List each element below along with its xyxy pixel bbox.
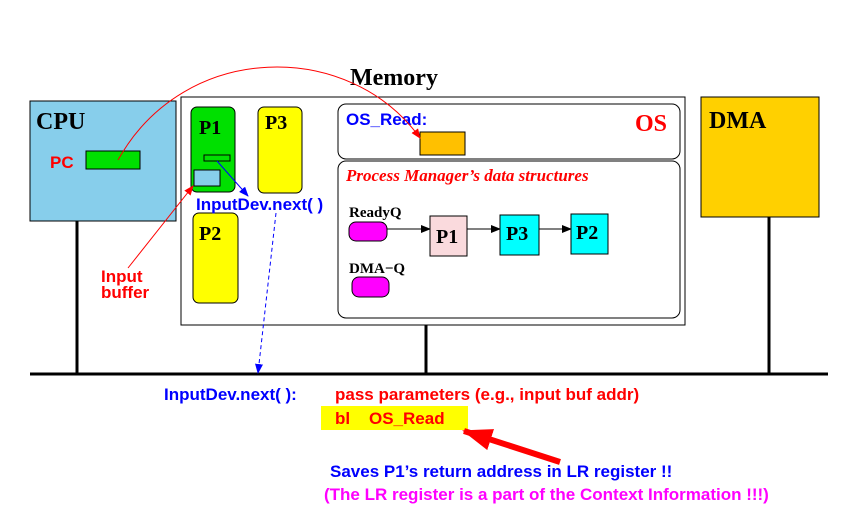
os-read-box: [419, 131, 466, 156]
context-note: (The LR register is a part of the Contex…: [324, 485, 769, 504]
readyq-p2-box: [570, 213, 609, 255]
memory-label: Memory: [350, 65, 438, 91]
dma-label: DMA: [709, 108, 767, 134]
saves-note: Saves P1’s return address in LR register…: [330, 462, 672, 481]
cpu-label: CPU: [36, 109, 85, 135]
pc-register: [85, 150, 141, 170]
os-read-label: OS_Read:: [346, 110, 427, 129]
input-buffer-box: [193, 169, 221, 187]
dmaq-head: [351, 276, 390, 298]
input-buffer-label-line1: Input: [101, 267, 143, 286]
input-buffer-arrow: [127, 185, 194, 269]
process-p1-label: P1: [199, 117, 221, 139]
bl-target: OS_Read: [369, 409, 445, 428]
process-p3-label: P3: [265, 112, 287, 134]
os-label: OS: [635, 111, 667, 137]
p1-call-arrow: [216, 160, 249, 197]
p1-instruction-marker: [203, 154, 231, 162]
readyq-p3-box: [499, 214, 540, 256]
bl-highlight: [321, 406, 468, 430]
inputdev-def-label: InputDev.next( ):: [164, 385, 297, 404]
process-p2-box: [192, 212, 239, 304]
pass-params-label: pass parameters (e.g., input buf addr): [335, 385, 639, 404]
inputdev-dashed-arrow: [255, 212, 277, 374]
bl-instruction: bl: [335, 409, 350, 428]
readyq-p1-label: P1: [436, 226, 458, 248]
readyq-p1-box: [429, 215, 468, 257]
input-buffer-label-line2: buffer: [101, 283, 150, 302]
readyq-label: ReadyQ: [349, 205, 402, 221]
inputdev-call-label: InputDev.next( ): [196, 195, 323, 214]
readyq-head: [348, 221, 388, 242]
process-manager-title: Process Manager’s data structures: [345, 166, 589, 185]
process-p2-label: P2: [199, 223, 221, 245]
pc-label: PC: [50, 153, 74, 172]
dma-box: [700, 96, 820, 218]
readyq-p2-label: P2: [576, 222, 598, 244]
saves-note-arrow: [462, 428, 561, 465]
pc-to-osread-arrow: [117, 66, 421, 161]
readyq-p3-label: P3: [506, 223, 528, 245]
process-p3-box: [257, 106, 303, 194]
dmaq-label: DMA−Q: [349, 261, 405, 277]
